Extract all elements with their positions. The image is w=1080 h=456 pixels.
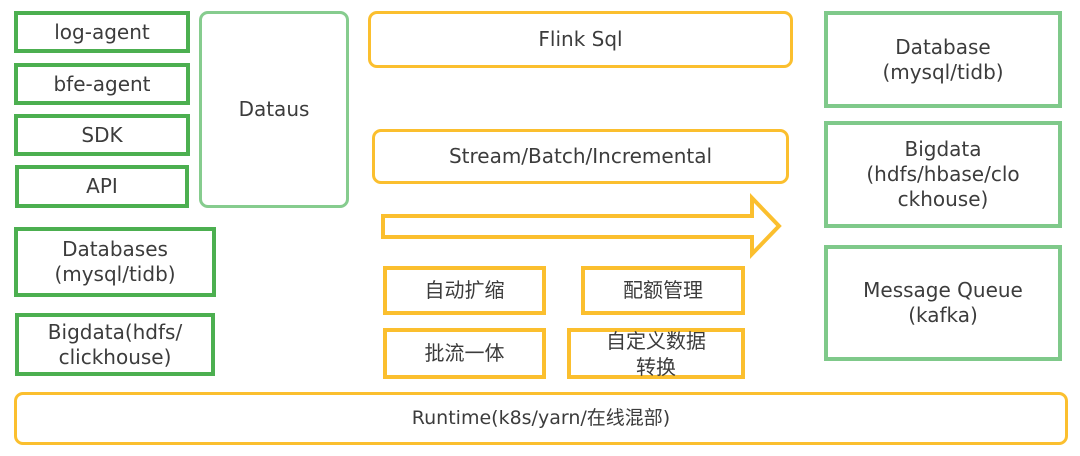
source-sdk: SDK (14, 114, 190, 156)
runtime-layer-label: Runtime(k8s/yarn/在线混部) (411, 406, 671, 429)
feature-auto-scaling: 自动扩缩 (383, 266, 546, 315)
source-databases: Databases (mysql/tidb) (14, 227, 216, 297)
sink-bigdata-label: Bigdata (hdfs/hbase/clo ckhouse) (866, 137, 1020, 211)
collector-dataus-label: Dataus (238, 97, 310, 121)
engine-flink-sql-label: Flink Sql (538, 27, 623, 51)
source-bfe-agent-label: bfe-agent (53, 71, 151, 96)
feature-auto-scaling-label: 自动扩缩 (424, 278, 505, 302)
source-log-agent-label: log-agent (54, 19, 150, 44)
flow-arrow-shape (381, 193, 782, 259)
sink-database-label: Database (mysql/tidb) (882, 34, 1004, 84)
collector-dataus: Dataus (199, 11, 349, 208)
engine-flink-sql: Flink Sql (368, 11, 793, 68)
feature-quota-management: 配额管理 (581, 266, 745, 315)
source-bfe-agent: bfe-agent (14, 63, 190, 105)
source-api-label: API (86, 174, 118, 198)
source-databases-label: Databases (mysql/tidb) (54, 237, 176, 286)
feature-custom-transform: 自定义数据 转换 (567, 328, 745, 379)
source-bigdata: Bigdata(hdfs/ clickhouse) (15, 313, 215, 376)
sink-message-queue: Message Queue (kafka) (824, 245, 1062, 361)
source-sdk-label: SDK (81, 122, 123, 147)
source-log-agent: log-agent (14, 11, 190, 53)
sink-message-queue-label: Message Queue (kafka) (863, 278, 1023, 327)
feature-custom-transform-label: 自定义数据 转换 (606, 328, 706, 379)
feature-unified-batch-stream-label: 批流一体 (424, 341, 505, 365)
source-api: API (15, 165, 189, 208)
feature-unified-batch-stream: 批流一体 (383, 328, 546, 379)
sink-database: Database (mysql/tidb) (824, 11, 1062, 108)
feature-quota-management-label: 配额管理 (623, 278, 703, 302)
sink-bigdata: Bigdata (hdfs/hbase/clo ckhouse) (824, 121, 1062, 228)
source-bigdata-label: Bigdata(hdfs/ clickhouse) (47, 319, 183, 369)
processing-modes: Stream/Batch/Incremental (372, 129, 789, 184)
runtime-layer: Runtime(k8s/yarn/在线混部) (14, 392, 1068, 445)
processing-modes-label: Stream/Batch/Incremental (448, 144, 713, 168)
